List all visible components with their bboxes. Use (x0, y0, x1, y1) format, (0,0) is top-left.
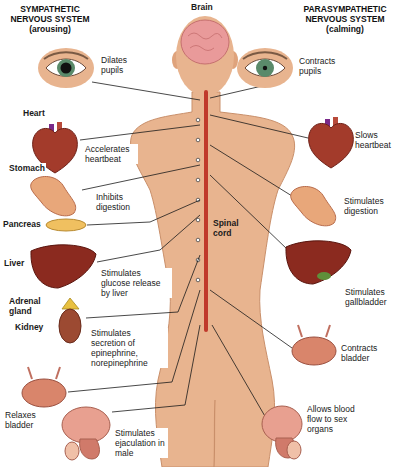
part-name: Stomach (8, 163, 46, 173)
reproductive-organs (62, 407, 110, 460)
eye-dilated (38, 48, 94, 88)
stomach (291, 186, 336, 225)
part-name: Adrenal gland (8, 296, 54, 316)
adrenal-gland (62, 298, 79, 309)
part-name: Liver (3, 258, 25, 268)
effect-label: Allows blood flow to sex organs (306, 404, 368, 434)
effect-label: Stimulates gallbladder (344, 287, 397, 307)
section-heading: SYMPATHETIC NERVOUS SYSTEM (arousing) (4, 4, 96, 34)
bladder (292, 325, 336, 365)
kidney (59, 309, 81, 343)
bladder (22, 367, 66, 407)
spinal-cord (204, 92, 208, 330)
part-name: Pancreas (2, 219, 42, 229)
liver (31, 245, 96, 288)
effect-label: Stimulates digestion (343, 196, 397, 216)
effect-label: Slows heartbeat (354, 130, 397, 150)
effect-label: Accelerates heartbeat (84, 144, 138, 164)
effect-label: Contracts pupils (298, 56, 356, 76)
reproductive-organs (262, 406, 302, 459)
eye-contracted (237, 48, 293, 88)
head (176, 16, 234, 96)
section-heading: PARASYMPATHETIC NERVOUS SYSTEM (calming) (294, 4, 396, 34)
effect-label: Dilates pupils (100, 55, 145, 75)
effect-label: Stimulates ejaculation in male (114, 428, 168, 458)
effect-label: Stimulates secretion of epinephrine, nor… (90, 328, 168, 368)
liver (286, 241, 351, 284)
buttock-crease (214, 400, 215, 467)
effect-label: Inhibits digestion (95, 192, 143, 212)
heart (309, 117, 354, 168)
part-name: Kidney (14, 322, 44, 332)
part-name: Heart (22, 108, 46, 118)
part-name: Brain (190, 2, 214, 12)
gallbladder (317, 272, 331, 280)
brain (181, 20, 229, 64)
effect-label: Contracts bladder (340, 343, 396, 363)
pancreas (46, 219, 86, 231)
stomach (31, 176, 76, 215)
nerve-lines (68, 82, 308, 418)
effect-label: Relaxes bladder (4, 410, 52, 430)
part-name: Spinal cord (212, 218, 250, 238)
brain-folds (188, 33, 222, 51)
effect-label: Stimulates glucose release by liver (100, 268, 172, 298)
